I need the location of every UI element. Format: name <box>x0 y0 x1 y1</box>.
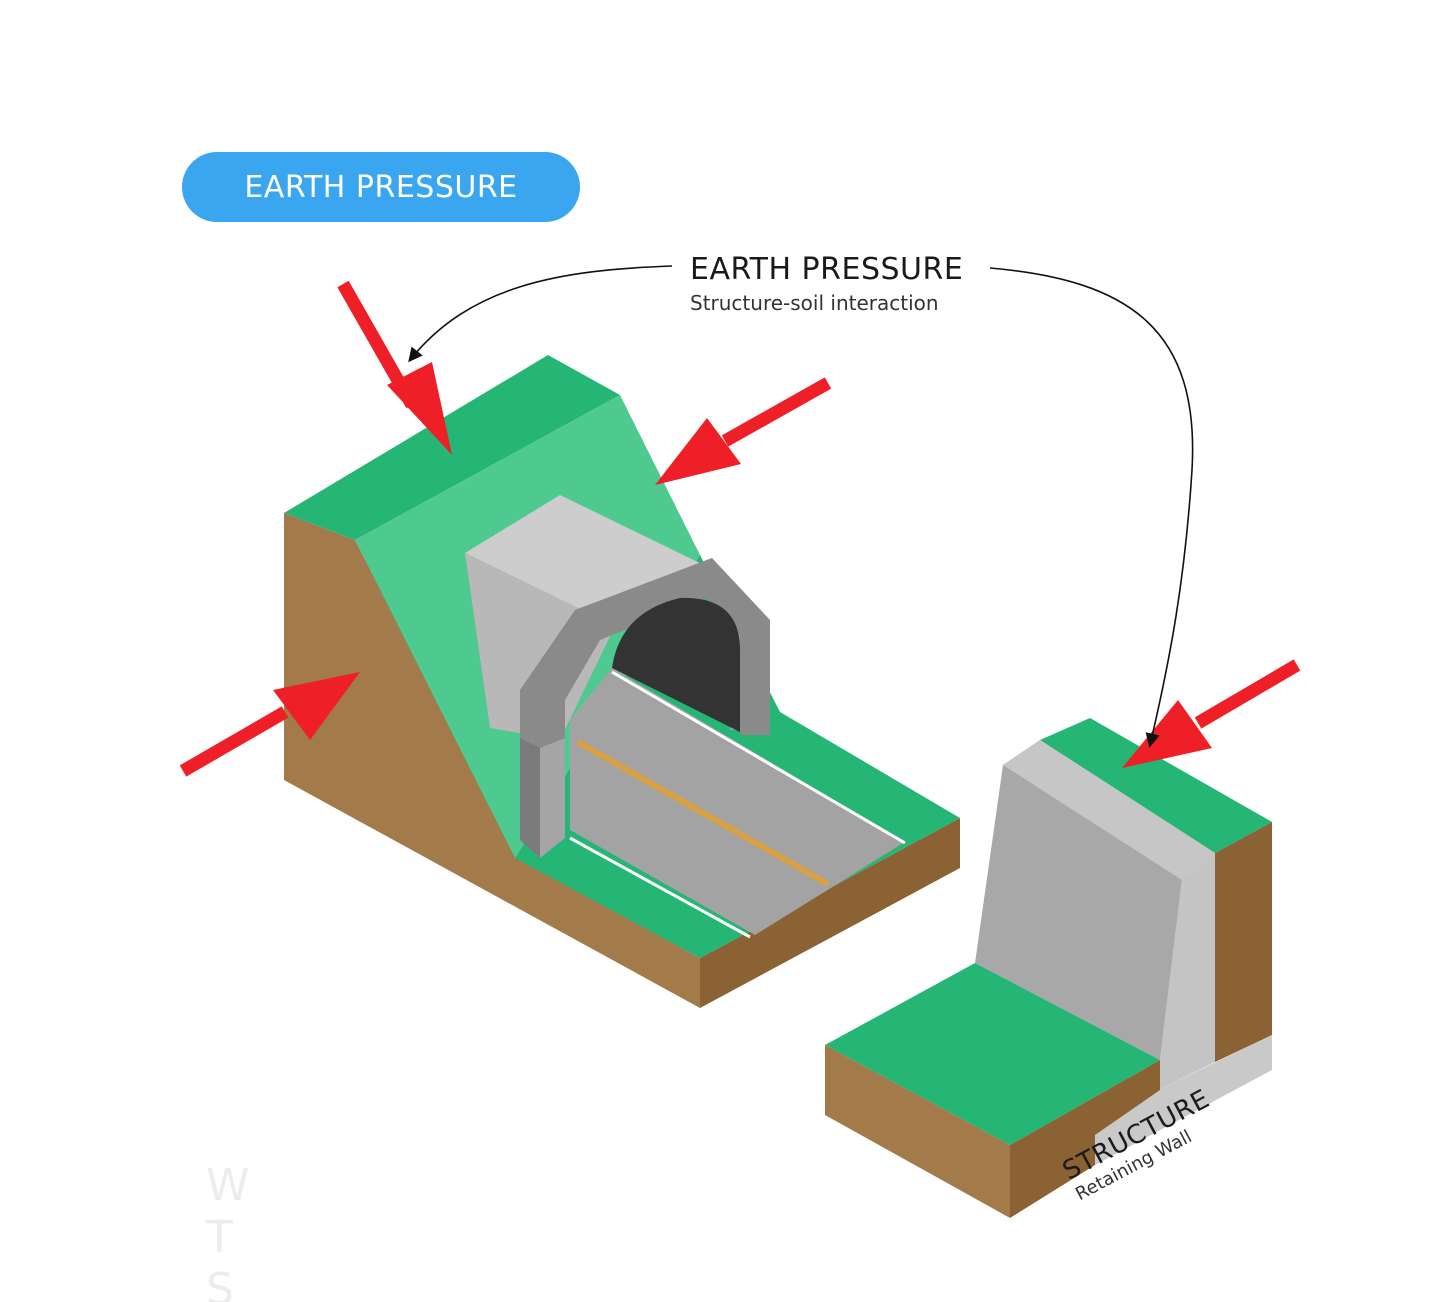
portal-pillar <box>520 738 540 858</box>
wall-back-soil <box>1215 822 1272 1062</box>
portal-pillar-face <box>540 738 565 858</box>
portal-left-face <box>465 553 615 740</box>
wall-front-soil-left <box>825 1045 1010 1218</box>
earth-pressure-callout: EARTH PRESSURE Structure-soil interactio… <box>690 252 963 315</box>
callout-leader-left <box>408 265 673 363</box>
tunnel-hill-block <box>284 355 960 1008</box>
watermark-line-2: S <box>206 1264 252 1302</box>
tunnel-road <box>570 668 905 935</box>
hill-soil-right <box>700 818 960 1008</box>
force-arrows <box>179 280 1301 777</box>
callout-leader-right <box>989 267 1194 748</box>
road-center-line <box>576 739 830 887</box>
pill-label: EARTH PRESSURE <box>244 169 518 205</box>
force-arrow-top-hill <box>337 280 452 455</box>
wall-foundation <box>1095 1035 1272 1165</box>
force-arrow-wall <box>1122 659 1301 768</box>
callout-title: EARTH PRESSURE <box>690 252 964 287</box>
portal-arch-frame <box>520 558 770 858</box>
earth-pressure-pill: EARTH PRESSURE <box>182 152 580 222</box>
retaining-wall-block <box>825 718 1272 1218</box>
callout-subtitle: Structure-soil interaction <box>690 291 939 315</box>
watermark: W T S <box>206 1160 306 1302</box>
tunnel-interior <box>612 597 740 732</box>
road-edge-line-left <box>569 836 751 939</box>
watermark-line-1: W T <box>206 1160 268 1263</box>
road-edge-line-right <box>611 670 906 845</box>
force-arrow-left-side <box>179 672 360 777</box>
wall-top-edge <box>1003 740 1215 880</box>
force-arrow-slope <box>655 377 832 485</box>
wall-front-grass <box>825 963 1160 1145</box>
hill-top-grass <box>284 355 620 540</box>
wall-top-grass <box>1040 718 1272 853</box>
wall-front-soil-right <box>1010 1060 1160 1218</box>
wall-side <box>1158 853 1215 1090</box>
hill-soil-front <box>284 513 700 1008</box>
